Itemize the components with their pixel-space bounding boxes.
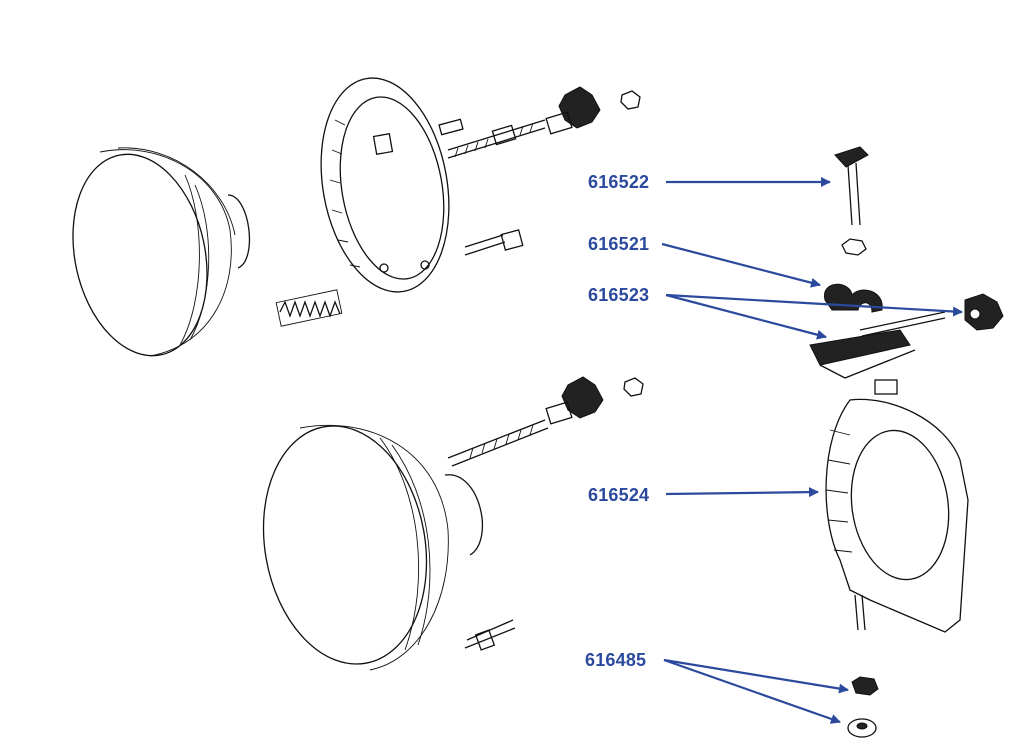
- arrow-616485-a: [663, 658, 849, 694]
- nuts-616485: [847, 676, 879, 738]
- arrow-616523-a: [665, 293, 963, 317]
- part-label-616522: 616522: [588, 172, 650, 192]
- part-label-616524: 616524: [588, 485, 650, 505]
- callout-arrows: [661, 177, 963, 724]
- arrow-616521: [661, 242, 821, 288]
- upper-adjusting-screws: [438, 86, 641, 256]
- part-label-616485: 616485: [585, 650, 647, 670]
- upper-lamp-shell: [72, 147, 251, 357]
- part-label-616521: 616521: [588, 234, 650, 254]
- lower-lamp-shell: [262, 376, 644, 671]
- bezel-ring: [320, 77, 450, 293]
- arrow-616485-b: [663, 658, 841, 724]
- arrow-616523-b: [665, 293, 827, 340]
- part-label-616523: 616523: [588, 285, 650, 305]
- arrow-616524: [665, 487, 819, 498]
- thumb-screw-616522: [834, 146, 869, 256]
- mounting-plate-616524: [825, 379, 969, 633]
- bracket-616523: [809, 293, 1004, 379]
- spring: [275, 289, 343, 327]
